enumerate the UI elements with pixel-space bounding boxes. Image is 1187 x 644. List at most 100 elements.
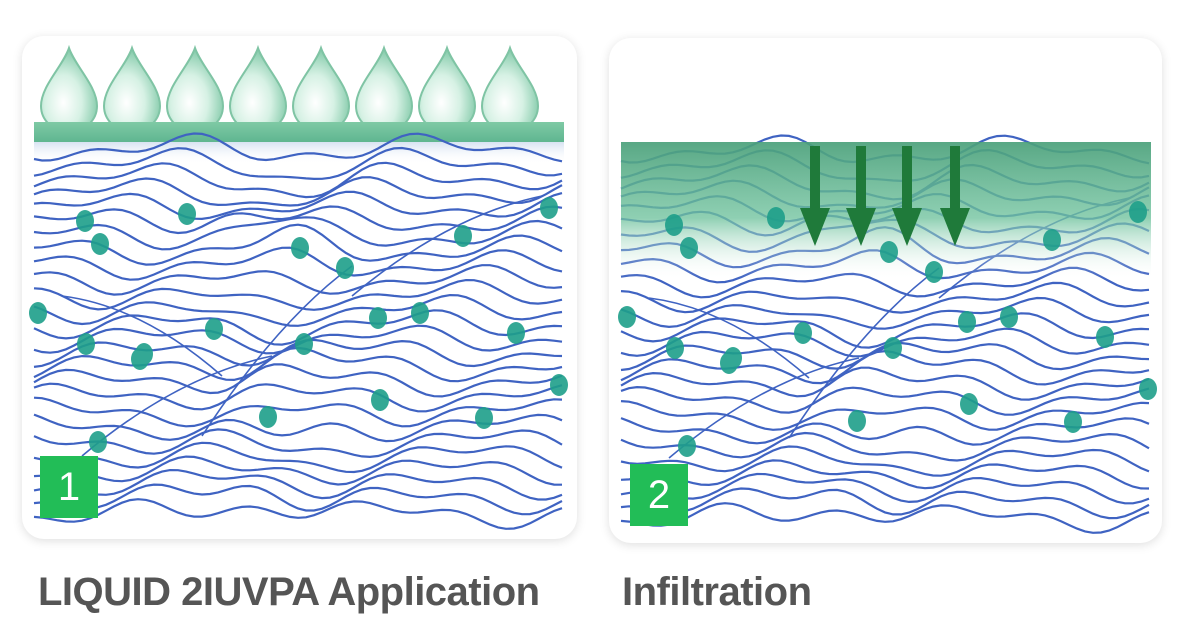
skin-cell: [1096, 326, 1114, 348]
skin-layer-line: [33, 455, 563, 486]
water-droplet-icon: [165, 44, 225, 133]
step-number-badge: 1: [40, 456, 98, 518]
infiltration-arrows: [800, 146, 970, 246]
skin-cell: [550, 374, 568, 396]
step-2-illustration: [618, 134, 1157, 534]
skin-cells: [618, 201, 1157, 457]
skin-cells: [29, 197, 568, 453]
skin-cell: [720, 352, 738, 374]
skin-layer-line: [620, 281, 1150, 314]
skin-layer-line: [620, 431, 1150, 462]
water-droplet-icon: [39, 44, 99, 133]
skin-layer-line: [33, 363, 563, 398]
skin-cell: [540, 197, 558, 219]
skin-cell: [178, 203, 196, 225]
skin-layer-line: [33, 278, 563, 311]
skin-layer-line: [33, 498, 563, 530]
skin-layer-line: [620, 417, 1150, 446]
skin-layer-line: [33, 216, 563, 251]
skin-layer-line: [33, 483, 563, 516]
down-arrow-icon: [940, 146, 970, 246]
skin-cell: [91, 233, 109, 255]
skin-fold-line: [201, 265, 353, 437]
step-2-panel: 2: [609, 38, 1162, 543]
skin-cell: [89, 431, 107, 453]
skin-cell: [680, 237, 698, 259]
skin-cell: [958, 311, 976, 333]
droplet-row: [39, 44, 540, 133]
skin-layer-line: [33, 396, 563, 428]
skin-cell: [1000, 306, 1018, 328]
skin-cell: [1139, 378, 1157, 400]
step-1-illustration: [29, 44, 568, 530]
skin-cell: [960, 393, 978, 415]
skin-layer-line: [33, 468, 563, 501]
skin-fold-line: [648, 297, 810, 379]
skin-cell: [767, 207, 785, 229]
skin-layer-line: [33, 132, 563, 163]
step-2-caption: Infiltration: [622, 570, 812, 614]
down-arrow-icon: [800, 146, 830, 246]
skin-layer-line: [33, 382, 563, 413]
skin-layer-line: [620, 472, 1150, 505]
step-1-panel: 1: [22, 36, 577, 539]
step-number-badge: 2: [630, 464, 688, 526]
skin-cell: [507, 322, 525, 344]
skin-cell: [131, 348, 149, 370]
skin-layer-line: [33, 205, 563, 235]
skin-cell: [884, 337, 902, 359]
skin-cell: [205, 318, 223, 340]
skin-cell: [1043, 229, 1061, 251]
skin-layer-line: [33, 413, 563, 443]
skin-cell: [369, 307, 387, 329]
skin-cell: [678, 435, 696, 457]
skin-layer-line: [620, 296, 1150, 330]
skin-cell: [336, 257, 354, 279]
skin-fold-line: [81, 355, 273, 457]
skin-cell: [880, 241, 898, 263]
water-droplet-icon: [291, 44, 351, 133]
water-droplet-icon: [354, 44, 414, 133]
skin-cell: [1129, 201, 1147, 223]
skin-cell: [666, 337, 684, 359]
skin-layer-line: [620, 312, 1150, 349]
skin-cell: [794, 322, 812, 344]
skin-layer-line: [33, 441, 563, 474]
skin-cell: [925, 261, 943, 283]
down-arrow-icon: [846, 146, 876, 246]
skin-fold-line: [351, 195, 543, 297]
skin-layer-line: [33, 190, 563, 221]
skin-layer-line: [33, 161, 563, 199]
step-1-caption: LIQUID 2IUVPA Application: [38, 570, 540, 614]
skin-cell: [1064, 411, 1082, 433]
skin-layer-line: [33, 146, 563, 181]
skin-layer-line: [33, 264, 563, 296]
skin-layer-line: [620, 366, 1150, 401]
skin-cell: [454, 225, 472, 247]
skin-layer-line: [620, 502, 1150, 534]
skin-cell: [618, 306, 636, 328]
water-droplet-icon: [417, 44, 477, 133]
liquid-layer: [34, 122, 564, 142]
skin-layer-line: [33, 176, 563, 207]
down-arrow-icon: [892, 146, 922, 246]
skin-layer-line: [33, 223, 563, 266]
skin-cell: [411, 302, 429, 324]
skin-fold-line: [61, 295, 223, 377]
skin-cell: [295, 333, 313, 355]
skin-layer-line: [620, 445, 1150, 477]
skin-layer-lines: [33, 132, 563, 530]
skin-cell: [665, 214, 683, 236]
skin-layer-line: [33, 293, 563, 327]
skin-layer-line: [620, 385, 1150, 416]
skin-cell: [291, 237, 309, 259]
skin-layer-line: [620, 400, 1150, 431]
skin-cell: [29, 302, 47, 324]
skin-layer-line: [620, 487, 1150, 520]
skin-cell: [475, 407, 493, 429]
skin-cell: [259, 406, 277, 428]
skin-cell: [848, 410, 866, 432]
water-droplet-icon: [480, 44, 540, 133]
skin-layer-line: [620, 459, 1150, 490]
water-droplet-icon: [228, 44, 288, 133]
